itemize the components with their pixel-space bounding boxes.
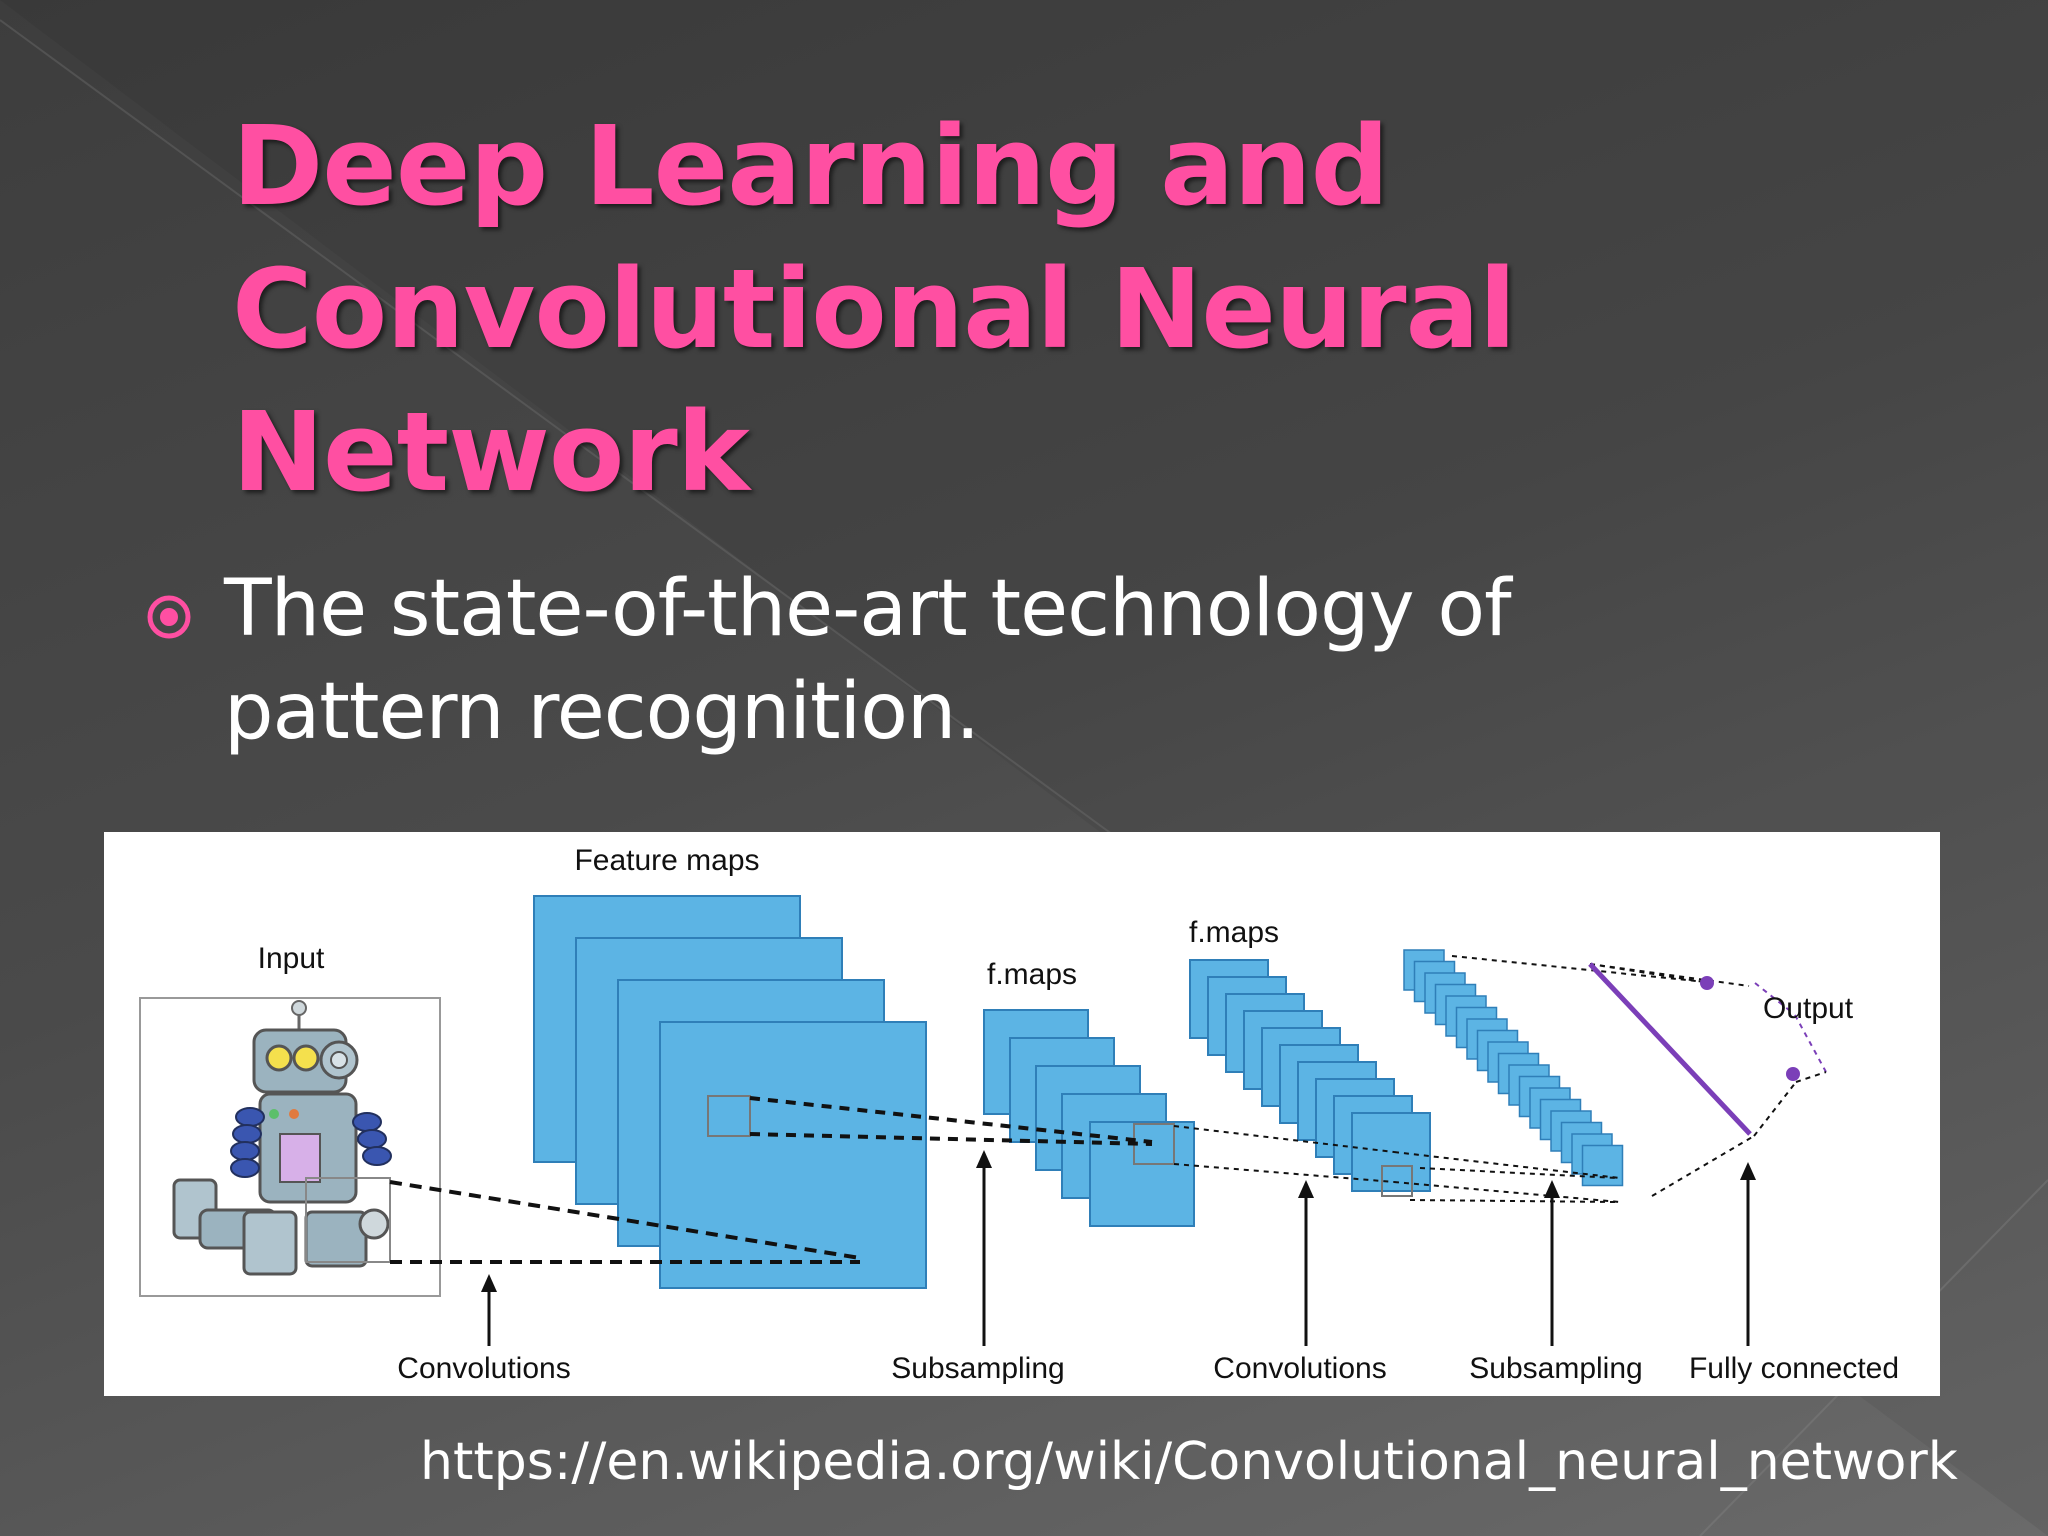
target-bullet-icon — [147, 595, 191, 639]
feature-map-sheet — [1581, 1144, 1624, 1187]
arrow-heads — [481, 1150, 1756, 1292]
layer-3-receptive-field — [1381, 1165, 1413, 1197]
bullet-point: The state-of-the-art technology of patte… — [224, 558, 1824, 764]
f-maps-label-2: f.maps — [1189, 916, 1279, 949]
stage-label-fully-connected: Fully connected — [1689, 1352, 1899, 1385]
title-line-1: Deep Learning and — [232, 102, 1389, 230]
cnn-diagram-svg: Feature maps Input f.maps f.maps Output … — [139, 844, 1899, 1385]
feature-maps-layer-3 — [1189, 959, 1431, 1197]
output-node-1 — [1700, 976, 1714, 990]
title-line-2: Convolutional Neural — [232, 245, 1516, 373]
cnn-diagram: Feature maps Input f.maps f.maps Output … — [104, 832, 1940, 1396]
input-receptive-field — [305, 1177, 391, 1263]
bullet-line-1: The state-of-the-art technology of — [224, 564, 1512, 654]
stage-label-subsampling-1: Subsampling — [891, 1352, 1064, 1385]
input-label: Input — [258, 942, 325, 975]
slide-title: Deep Learning and Convolutional Neural N… — [232, 95, 1832, 524]
source-url: https://en.wikipedia.org/wiki/Convolutio… — [420, 1432, 1958, 1492]
fully-connected-output — [1588, 962, 1827, 1197]
feature-maps-layer-4 — [1403, 949, 1624, 1187]
stage-label-convolutions-2: Convolutions — [1213, 1352, 1386, 1385]
connection-lines-3 — [1173, 955, 1707, 1203]
feature-maps-label: Feature maps — [574, 844, 759, 877]
stage-arrows — [487, 1162, 1750, 1346]
connection-lines-1 — [389, 1180, 861, 1264]
stage-label-subsampling-2: Subsampling — [1469, 1352, 1642, 1385]
robot-illustration — [172, 1000, 392, 1276]
output-node-2 — [1786, 1067, 1800, 1081]
title-line-3: Network — [232, 388, 750, 516]
feature-maps-layer-1 — [533, 895, 927, 1289]
feature-map-sheet — [1351, 1112, 1431, 1192]
bullet-line-2: pattern recognition. — [224, 667, 980, 757]
output-label: Output — [1763, 992, 1854, 1025]
stage-label-convolutions-1: Convolutions — [397, 1352, 570, 1385]
connection-lines-2 — [749, 1096, 1153, 1146]
f-maps-label-1: f.maps — [987, 958, 1077, 991]
feature-maps-layer-2 — [983, 1009, 1195, 1227]
